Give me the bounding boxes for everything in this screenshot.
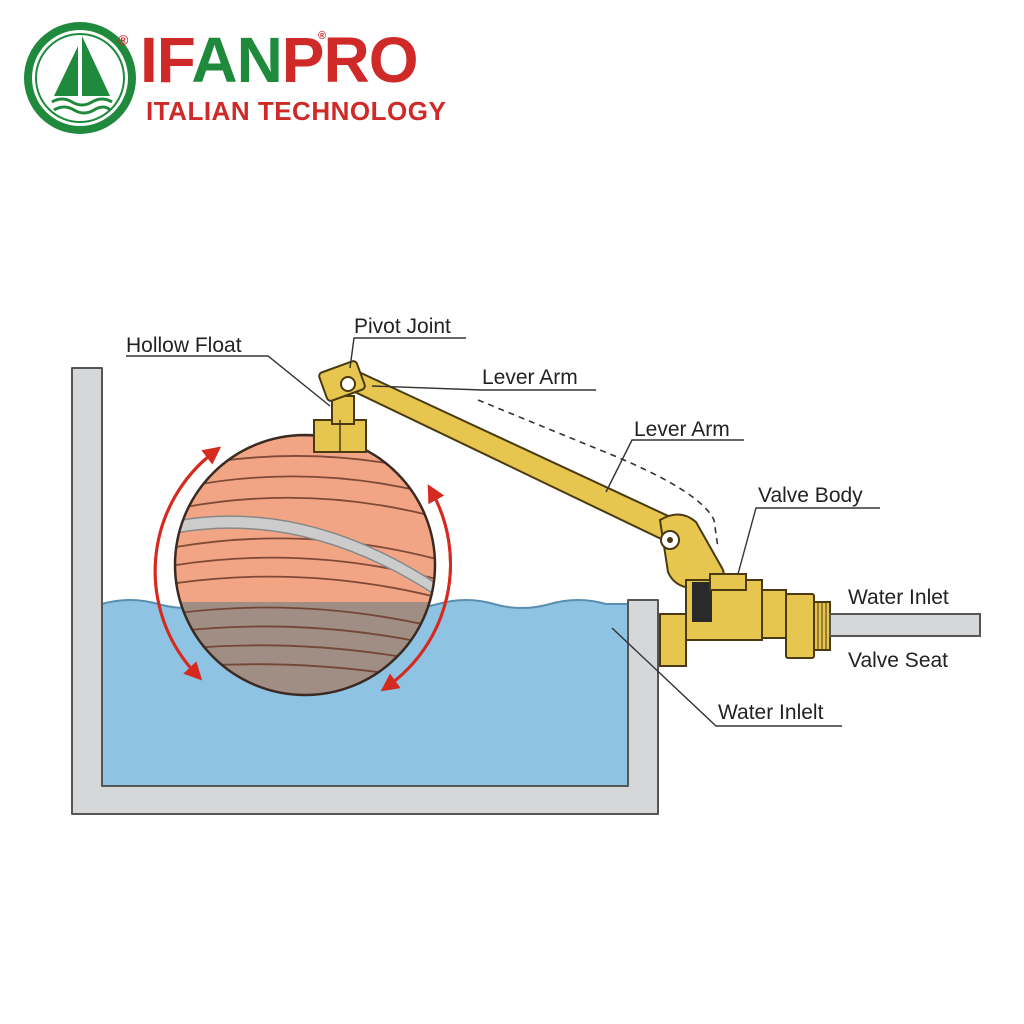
registered-mark-small: ®	[318, 30, 327, 42]
brand-name-part-2: AN	[191, 24, 282, 96]
label-valve-body: Valve Body	[758, 484, 863, 507]
sailboat-on-waves-icon	[24, 22, 136, 134]
pivot-joint	[318, 360, 366, 402]
threaded-fitting	[813, 601, 831, 651]
brand-logo: ® IFANPRO ® ITALIAN TECHNOLOGY	[0, 0, 520, 160]
brand-name-part-1: IF	[140, 24, 192, 96]
label-lever-arm-1: Lever Arm	[482, 366, 578, 389]
brand-name-part-3: PRO	[281, 24, 419, 96]
label-lever-arm-2: Lever Arm	[634, 418, 730, 441]
label-water-inlet-pipe: Water Inlet	[848, 586, 949, 609]
tank-wall	[71, 367, 659, 815]
float-motion-arrow-right-down	[380, 491, 452, 692]
label-valve-seat: Valve Seat	[848, 649, 948, 672]
lever-motion-dashed-line	[477, 399, 719, 549]
leader-water-inlet-tank	[611, 627, 842, 727]
float-motion-arrow-left-down	[153, 450, 215, 681]
label-hollow-float: Hollow Float	[126, 334, 242, 357]
valve-body	[659, 573, 831, 667]
leader-pivot-joint	[349, 337, 466, 369]
leader-valve-body	[737, 507, 880, 575]
label-water-inlet-tank: Water Inlelt	[718, 701, 824, 724]
brand-name: IFANPRO	[140, 24, 419, 96]
leader-lever-arm-1	[371, 385, 596, 391]
brand-tagline: ITALIAN TECHNOLOGY	[146, 96, 447, 126]
label-pivot-joint: Pivot Joint	[354, 315, 451, 338]
leader-hollow-float	[126, 355, 331, 407]
registered-mark: ®	[118, 32, 129, 48]
leader-lever-arm-2	[605, 439, 744, 493]
water-inlet-pipe	[829, 613, 981, 637]
float-stem	[313, 395, 367, 453]
